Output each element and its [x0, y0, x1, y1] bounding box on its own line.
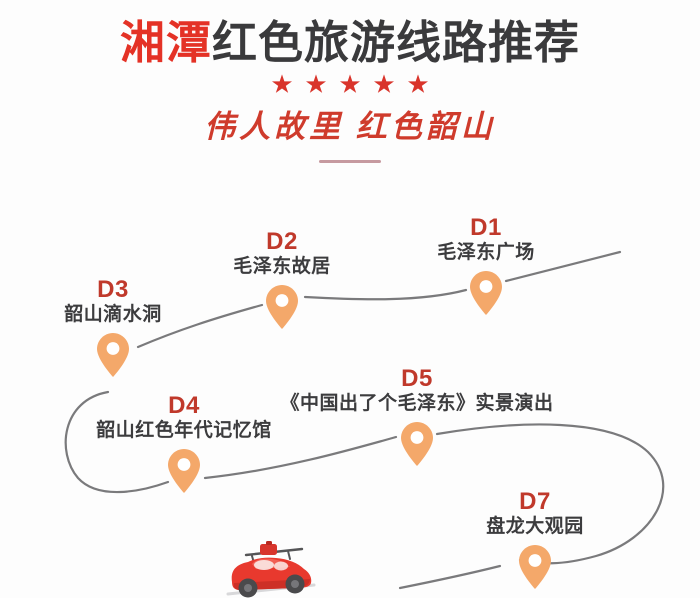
stop-code: D2	[266, 227, 298, 255]
stop-code: D1	[470, 213, 502, 241]
route-segment-entry	[504, 250, 622, 283]
map-pin-icon[interactable]	[96, 332, 130, 378]
stop-code: D4	[168, 391, 200, 419]
map-pin-icon[interactable]	[167, 448, 201, 494]
route-segment-d3-d4	[64, 390, 170, 494]
map-stop-d3-label: D3 韶山滴水洞	[64, 277, 162, 326]
stop-name: 毛泽东故居	[233, 256, 331, 278]
page-subtitle: 伟人故里 红色韶山	[204, 109, 496, 145]
map-stop-d5-label: D5 《中国出了个毛泽东》实景演出	[280, 366, 553, 415]
route-segment-d4-d5	[203, 435, 398, 480]
map-pin-icon[interactable]	[518, 544, 552, 590]
stop-name: 韶山滴水洞	[64, 304, 162, 326]
map-pin-icon[interactable]	[400, 421, 434, 467]
map-stop-d7-label: D7 盘龙大观园	[486, 489, 584, 538]
header-divider	[319, 160, 381, 164]
route-segment-d7-exit	[398, 564, 502, 590]
route-segment-d2-d3	[136, 303, 264, 349]
stop-code: D7	[519, 487, 551, 515]
map-pin-icon[interactable]	[469, 270, 503, 316]
stop-name: 盘龙大观园	[486, 516, 584, 538]
page-title: 湘潭红色旅游线路推荐	[0, 0, 700, 68]
stop-code: D5	[401, 364, 433, 392]
stop-code: D3	[97, 275, 129, 303]
map-pin-icon[interactable]	[265, 284, 299, 330]
map-stop-d4-label: D4 韶山红色年代记忆馆	[96, 393, 272, 442]
red-car-icon	[226, 541, 316, 598]
route-segment-d1-d2	[303, 288, 468, 301]
poster-header: 湘潭红色旅游线路推荐 伟人故里 红色韶山	[0, 0, 700, 164]
map-stop-d1-label: D1 毛泽东广场	[437, 215, 535, 264]
stop-name: 韶山红色年代记忆馆	[96, 420, 272, 442]
star-rating	[0, 73, 700, 95]
page-title-highlight: 湘潭	[119, 17, 212, 68]
page-title-rest: 红色旅游线路推荐	[212, 17, 581, 68]
map-stop-d2-label: D2 毛泽东故居	[233, 229, 331, 278]
stop-name: 《中国出了个毛泽东》实景演出	[280, 393, 554, 415]
stop-name: 毛泽东广场	[437, 242, 535, 264]
route-segment-d5-d7	[435, 423, 665, 565]
